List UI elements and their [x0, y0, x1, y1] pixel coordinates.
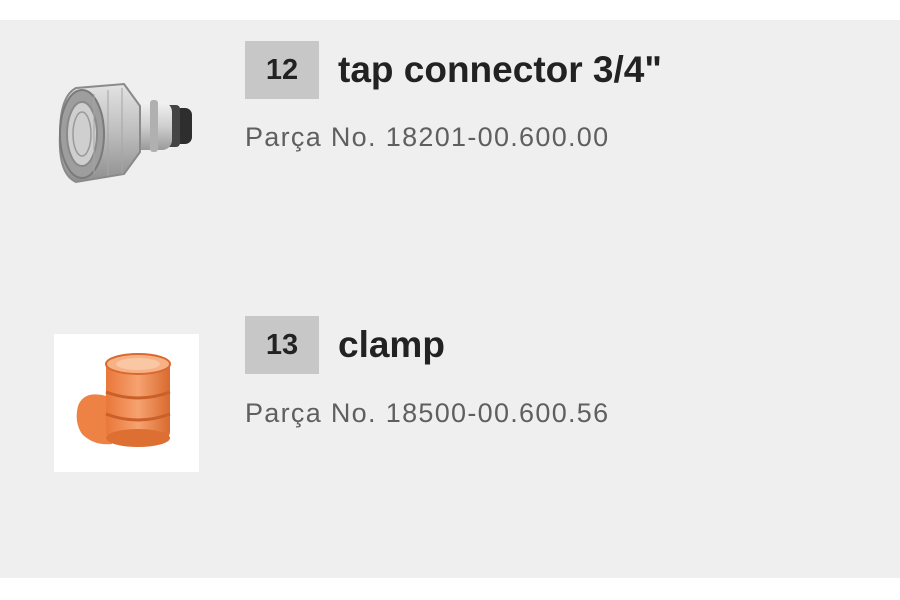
part-title[interactable]: clamp: [338, 324, 445, 365]
part-number-badge: 12: [245, 41, 319, 99]
clamp-icon: [76, 353, 171, 447]
part-item: 12 tap connector 3/4" Parça No. 18201-00.…: [0, 20, 900, 290]
tap-connector-icon: [58, 82, 192, 184]
parts-list: 12 tap connector 3/4" Parça No. 18201-00.…: [0, 20, 900, 578]
part-no-label: Parça No.: [245, 122, 377, 152]
part-image[interactable]: [54, 334, 199, 472]
part-no-value: 18500-00.600.56: [385, 398, 610, 428]
part-number-badge: 13: [245, 316, 319, 374]
part-no-value: 18201-00.600.00: [385, 122, 610, 152]
part-number-line: Parça No. 18500-00.600.56: [245, 398, 609, 429]
part-item: 13 clamp Parça No. 18500-00.600.56: [0, 310, 900, 570]
part-title[interactable]: tap connector 3/4": [338, 49, 662, 90]
part-number-line: Parça No. 18201-00.600.00: [245, 122, 609, 153]
part-no-label: Parça No.: [245, 398, 377, 428]
part-image[interactable]: [54, 70, 199, 208]
